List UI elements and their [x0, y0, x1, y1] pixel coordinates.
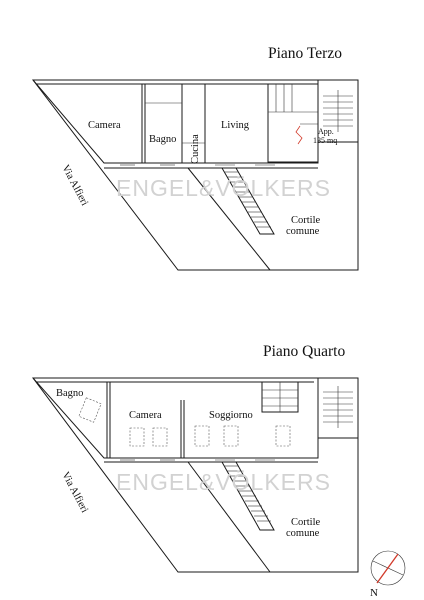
floor4-courtyard-edge [187, 461, 271, 573]
compass-ring [370, 550, 406, 586]
floor4-courtyard-label-2: comune [286, 528, 320, 539]
floor4-title: Piano Quarto [263, 343, 345, 360]
floor3-street-label: Via Alfieri [59, 163, 90, 208]
floor3-courtyard-label: Cortile [291, 215, 321, 226]
compass-north-label: N [370, 587, 378, 599]
floor3-external-stair [221, 167, 275, 235]
floor4-room-camera: Camera [129, 410, 162, 421]
floor3-apartment-wall [32, 79, 319, 164]
floor4-bagno-fixture [78, 397, 102, 423]
watermark-bottom: ENGEL&VÖLKERS [116, 469, 331, 495]
floor3-room-bagno: Bagno [149, 134, 176, 145]
floor4-stair-right [317, 377, 359, 439]
floor3-apartment-label: App. [318, 127, 334, 136]
floor4-apartment-wall [32, 377, 319, 459]
floor3-room-camera: Camera [88, 120, 121, 131]
floor3-room-cucina: Cucina [190, 134, 201, 164]
floor4-bed-1 [129, 427, 145, 447]
floor3-title: Piano Terzo [268, 45, 342, 62]
compass-needle [376, 553, 399, 584]
floor3-stair-right [317, 79, 359, 143]
floor4-bed-3 [194, 425, 210, 447]
floor3-room-living: Living [221, 120, 250, 131]
floor3-courtyard-label-2: comune [286, 226, 320, 237]
floor3-apartment-area: 135 mq [313, 136, 337, 145]
floor3-courtyard-edge [187, 167, 271, 271]
floor4-street-label: Via Alfieri [59, 470, 90, 515]
floor4-bed-5 [275, 425, 291, 447]
watermark-top: ENGEL&VÖLKERS [116, 175, 331, 201]
floor4-bed-4 [223, 425, 239, 447]
floor4-room-soggiorno: Soggiorno [209, 410, 253, 421]
floor4-external-stair [221, 461, 275, 531]
floor4-room-bagno: Bagno [56, 388, 83, 399]
floor3-entrance-marker [295, 125, 303, 145]
north-compass: N [370, 550, 406, 599]
floor4-courtyard-label: Cortile [291, 517, 321, 528]
floor4-bed-2 [152, 427, 168, 447]
floor3-stair-core [267, 83, 319, 163]
